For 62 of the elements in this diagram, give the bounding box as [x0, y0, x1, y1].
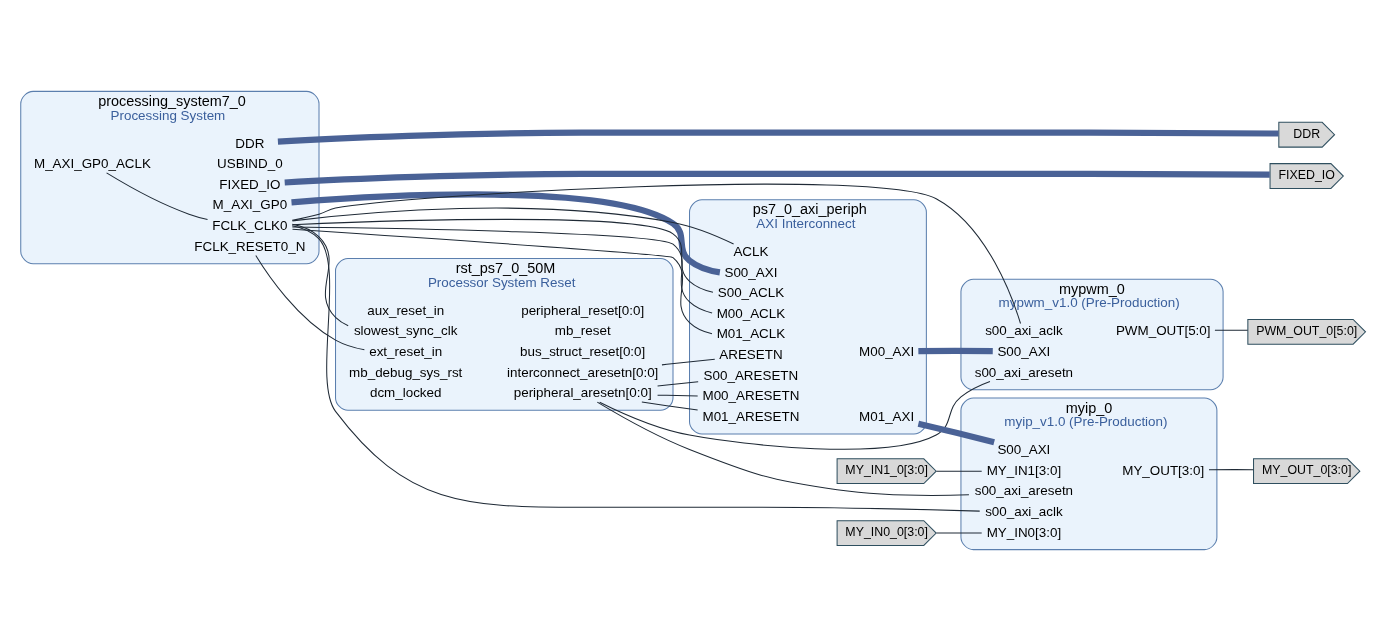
- node-text: M_AXI_GP0: [212, 196, 288, 212]
- node-text: S00_ARESETN: [703, 367, 799, 383]
- node-text: S00_AXI: [997, 343, 1051, 359]
- connector: [917, 420, 995, 445]
- node-text: S00_ACLK: [717, 284, 785, 300]
- node-text: M01_ACLK: [716, 325, 786, 341]
- node-text: s00_axi_aresetn: [974, 482, 1074, 498]
- connector: [277, 129, 1279, 145]
- node-text: S00_AXI: [724, 264, 778, 280]
- connector: [657, 394, 699, 396]
- node-text: MY_IN0[3:0]: [986, 524, 1062, 540]
- node-text: M01_AXI: [859, 408, 915, 424]
- connector: [291, 224, 981, 512]
- connector: [641, 401, 699, 411]
- node-text: M00_ARESETN: [702, 387, 800, 403]
- connector: [1214, 329, 1249, 331]
- connector: [918, 347, 993, 354]
- node-text: peripheral_reset[0:0]: [521, 302, 645, 318]
- node-text: FIXED_IO: [219, 176, 281, 192]
- node-text: ARESETN: [719, 346, 783, 362]
- node-text: USBIND_0: [217, 155, 283, 171]
- node-text: ext_reset_in: [369, 343, 443, 359]
- node-text: S00_AXI: [997, 441, 1051, 457]
- node-text: slowest_sync_clk: [353, 322, 458, 338]
- connector: [599, 380, 991, 450]
- node-text: s00_axi_aclk: [985, 322, 1063, 338]
- connector: [291, 223, 349, 326]
- node-text: peripheral_aresetn[0:0]: [513, 384, 652, 400]
- connector: [106, 171, 209, 220]
- connector: [291, 190, 721, 275]
- node-text: interconnect_aresetn[0:0]: [507, 364, 659, 380]
- connector: [1208, 468, 1254, 470]
- connector: [291, 218, 714, 293]
- node-text: M00_AXI: [859, 343, 915, 359]
- node-text: mb_reset: [554, 322, 611, 338]
- node-text: MY_IN1[3:0]: [986, 462, 1062, 478]
- connector: [657, 380, 699, 386]
- node-text: dcm_locked: [369, 384, 442, 400]
- node-text: DDR: [235, 135, 265, 151]
- connector: [291, 226, 713, 313]
- node-text: s00_axi_aresetn: [974, 364, 1074, 380]
- node-text: FCLK_CLK0: [212, 217, 288, 233]
- connector: [935, 470, 983, 472]
- node-text: mb_debug_sys_rst: [349, 364, 463, 380]
- connector: [291, 207, 735, 244]
- node-text: ACLK: [733, 243, 769, 259]
- node-text: M_AXI_GP0_ACLK: [33, 155, 151, 171]
- node-text: bus_struct_reset[0:0]: [520, 343, 646, 359]
- connector: [596, 401, 970, 496]
- node-text: FCLK_RESET0_N: [194, 238, 306, 254]
- connector: [661, 358, 716, 365]
- connector: [291, 183, 1022, 324]
- node-text: MY_OUT[3:0]: [1122, 462, 1205, 478]
- connector: [255, 254, 365, 350]
- connector: [935, 532, 983, 534]
- node-text: aux_reset_in: [367, 302, 445, 318]
- node-text: PWM_OUT[5:0]: [1115, 322, 1211, 338]
- connector: [292, 228, 713, 334]
- node-text: M01_ARESETN: [702, 408, 800, 424]
- connector: [284, 170, 1270, 186]
- node-text: M00_ACLK: [716, 305, 786, 321]
- node-text: s00_axi_aclk: [985, 503, 1063, 519]
